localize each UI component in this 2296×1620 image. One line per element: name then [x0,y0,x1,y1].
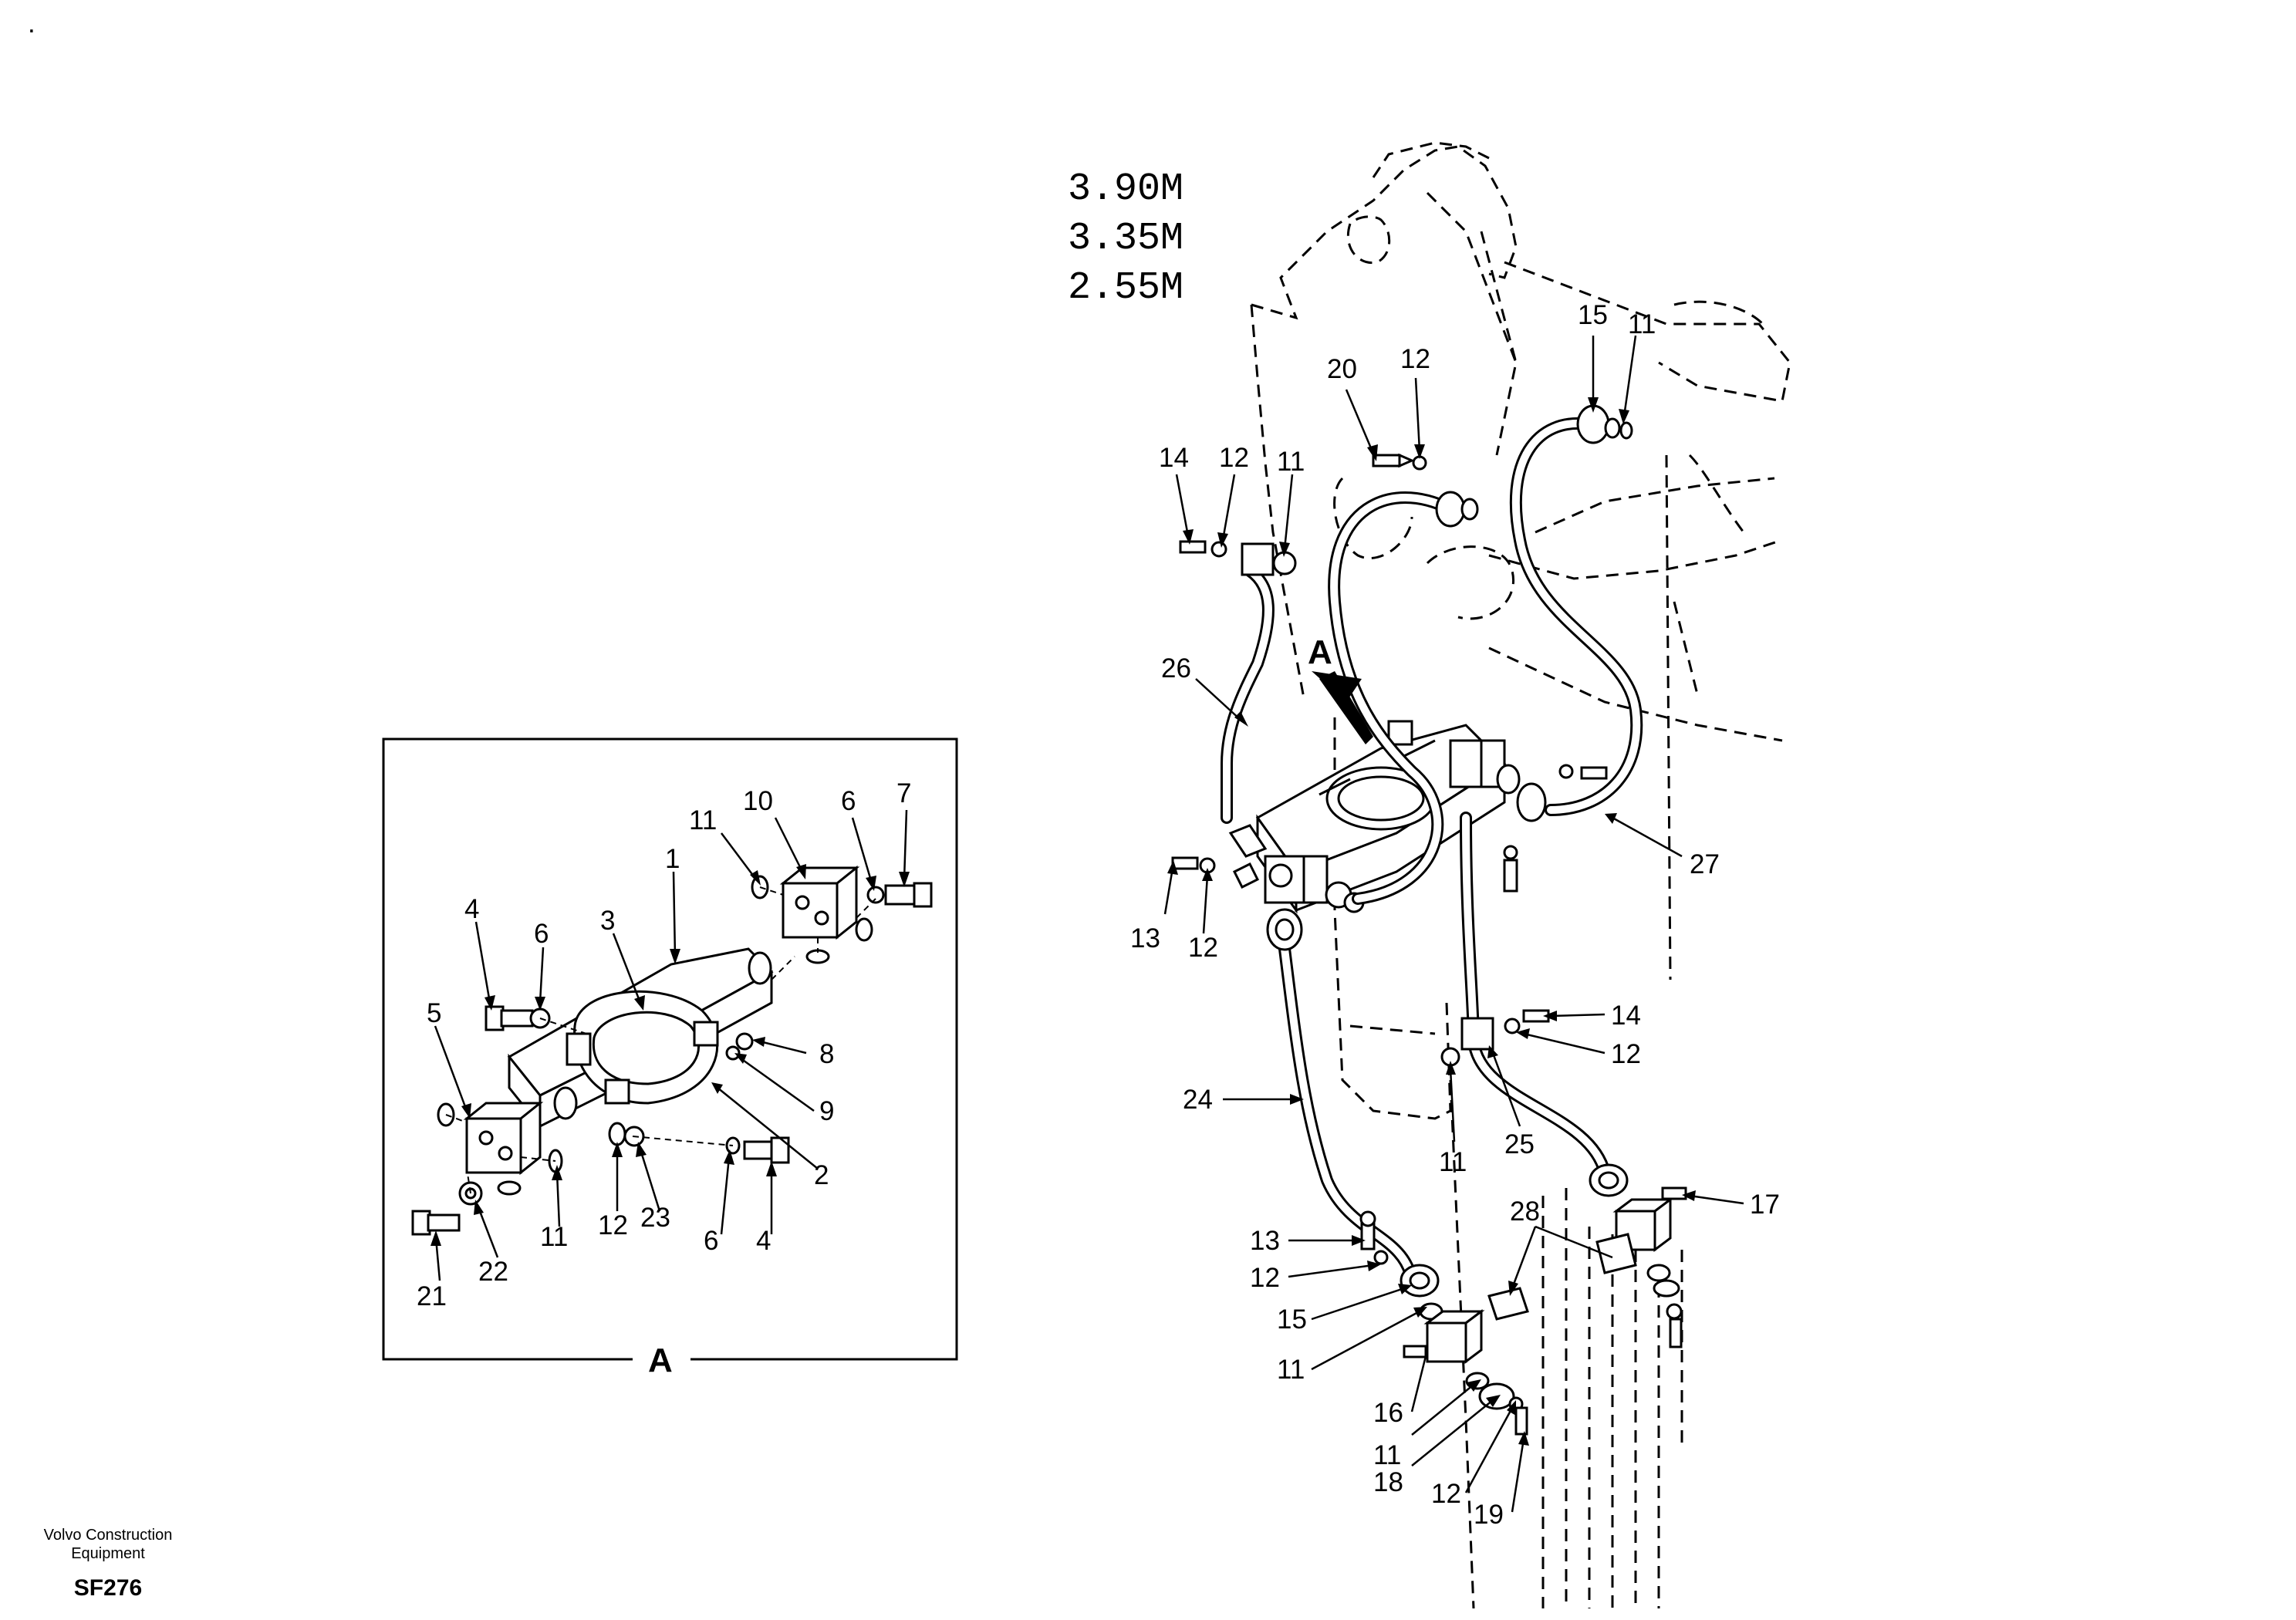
view-marker-a: A [1308,633,1332,671]
callout-12: 12 [1400,344,1430,374]
detail-callout-7: 7 [896,778,911,808]
main-fittings [1171,404,1687,1436]
callout-11: 11 [1439,1147,1467,1177]
detail-callout-6: 6 [534,919,549,949]
callout-11: 11 [1628,309,1656,339]
length-label-3: 2.55M [1068,266,1183,310]
detail-callout-21: 21 [417,1281,447,1311]
main-hoses [1221,417,1643,1287]
detail-callout-6: 6 [704,1226,718,1256]
detail-callout-22: 22 [478,1257,508,1287]
hose-24 [1278,943,1418,1287]
detail-callout-12: 12 [598,1210,628,1240]
callout-24: 24 [1183,1085,1213,1115]
main-bracket-assembly [1228,720,1507,914]
callout-12: 12 [1219,443,1249,473]
detail-callout-8: 8 [819,1039,834,1069]
detail-callout-2: 2 [814,1160,829,1190]
callout-19: 19 [1474,1500,1504,1530]
detail-callout-5: 5 [427,998,441,1028]
main-callouts: 15 11 20 12 14 12 11 26 27 13 12 14 12 2… [1130,300,1780,1530]
callout-12: 12 [1611,1039,1641,1069]
callout-15: 15 [1578,300,1608,330]
length-label-2: 3.35M [1068,217,1183,261]
hose-27 [1509,417,1643,816]
callout-12: 12 [1431,1479,1461,1509]
company-name-line1: Volvo Construction [44,1527,173,1544]
detail-callout-11: 11 [689,805,717,835]
detail-callout-1: 1 [665,844,680,874]
callout-28: 28 [1510,1196,1540,1227]
callout-26: 26 [1161,653,1191,683]
detail-view-a: A [382,737,958,1379]
callout-16: 16 [1373,1398,1403,1428]
detail-label-a: A [648,1342,673,1379]
callout-12: 12 [1250,1263,1280,1293]
boom-outline [1250,141,1791,1609]
callout-12: 12 [1188,933,1218,963]
callout-13: 13 [1130,923,1160,953]
callout-20: 20 [1327,354,1357,384]
callout-11: 11 [1277,1355,1305,1385]
callout-25: 25 [1504,1129,1535,1159]
callout-27: 27 [1690,849,1720,879]
callout-17: 17 [1750,1190,1780,1220]
callout-15: 15 [1277,1304,1307,1335]
detail-callout-3: 3 [600,906,615,936]
callout-11: 11 [1373,1440,1401,1470]
view-arrow-a: A [1308,633,1373,744]
callout-13: 13 [1250,1226,1280,1256]
hose-25 [1460,812,1611,1179]
company-name-line2: Equipment [71,1545,145,1562]
footer: Volvo Construction Equipment SF276 [44,1527,173,1601]
boom-length-labels: 3.90M 3.35M 2.55M [1068,167,1183,310]
callout-14: 14 [1611,1001,1641,1031]
corner-dot: . [28,8,35,39]
detail-callout-4: 4 [464,894,479,924]
main-leaders [1163,335,1744,1513]
callout-18: 18 [1373,1467,1403,1497]
detail-callout-9: 9 [819,1096,834,1126]
detail-callout-4: 4 [756,1226,771,1256]
callout-11: 11 [1277,447,1305,477]
figure-code: SF276 [74,1575,142,1601]
length-label-1: 3.90M [1068,167,1183,211]
detail-callout-10: 10 [743,786,773,816]
detail-callout-6: 6 [841,786,856,816]
hose-26 [1221,565,1275,824]
callout-14: 14 [1159,443,1189,473]
detail-callout-11: 11 [540,1222,568,1252]
detail-callout-23: 23 [640,1203,670,1233]
